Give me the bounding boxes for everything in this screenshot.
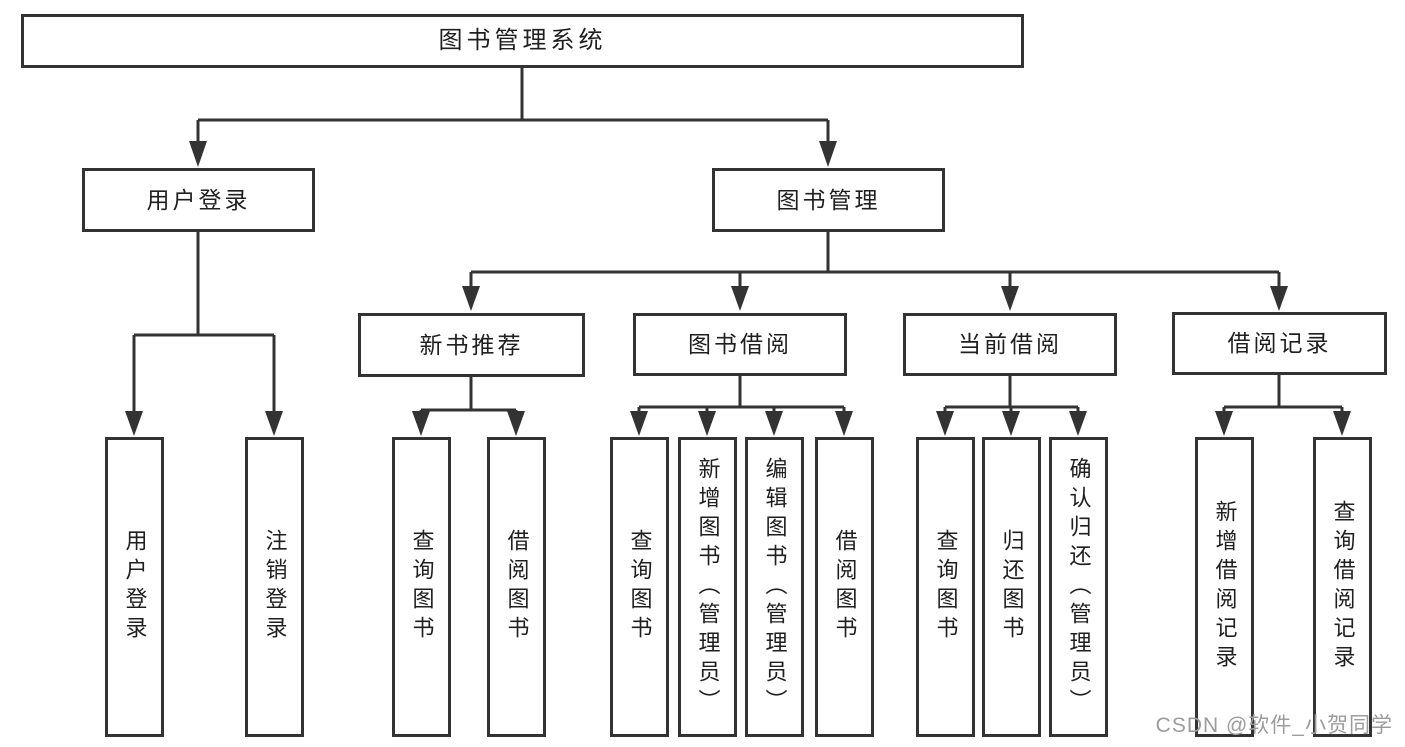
node-book-borrowing: 图书借阅: [633, 313, 847, 376]
arrowheads-current-borrowing: [936, 411, 1087, 436]
arrowheads-book-borrowing: [630, 411, 853, 436]
node-label: 用户登录: [122, 529, 148, 645]
leaf-query-books-current: 查询图书: [916, 437, 975, 737]
leaf-query-borrow-record: 查询借阅记录: [1313, 437, 1372, 737]
leaf-query-books-borrowing: 查询图书: [610, 437, 669, 737]
node-user-login: 用户登录: [82, 168, 315, 232]
connector-book-borrowing-children: [637, 376, 846, 415]
leaf-query-books-recommend: 查询图书: [392, 437, 451, 737]
node-label: 当前借阅: [958, 331, 1062, 357]
node-label: 确认归还（管理员）: [1066, 456, 1092, 718]
node-label: 图书管理: [776, 186, 881, 213]
node-label: 查询借阅记录: [1330, 500, 1356, 674]
leaf-confirm-return-admin: 确认归还（管理员）: [1049, 437, 1108, 737]
leaf-user-login: 用户登录: [105, 437, 164, 737]
connector-book-management-children: [469, 232, 1281, 288]
node-label: 图书管理系统: [438, 27, 607, 54]
connector-root-to-level2: [196, 68, 830, 148]
leaf-logout: 注销登录: [245, 437, 304, 737]
connector-borrowing-records-children: [1222, 375, 1344, 415]
watermark: CSDN @软件_小贺同学: [1155, 714, 1393, 737]
node-library-management-system: 图书管理系统: [21, 14, 1024, 68]
node-label: 图书借阅: [688, 331, 792, 357]
leaf-edit-book-admin: 编辑图书（管理员）: [745, 437, 804, 737]
node-label: 新增图书（管理员）: [695, 456, 721, 718]
connector-new-book-recommend-children: [419, 377, 518, 415]
leaf-add-book-admin: 新增图书（管理员）: [678, 437, 737, 737]
leaf-borrow-books-recommend: 借阅图书: [487, 437, 546, 737]
leaf-add-borrow-record: 新增借阅记录: [1195, 437, 1254, 737]
arrowheads-user-login-children: [125, 411, 283, 436]
leaf-borrow-books: 借阅图书: [815, 437, 874, 737]
node-label: 用户登录: [146, 186, 251, 213]
arrowheads-level2: [189, 141, 837, 167]
node-new-book-recommend: 新书推荐: [358, 313, 585, 377]
connector-user-login-children: [132, 232, 276, 417]
node-current-borrowing: 当前借阅: [903, 313, 1117, 376]
node-label: 借阅记录: [1227, 330, 1332, 356]
node-book-management: 图书管理: [712, 168, 945, 232]
node-borrowing-records: 借阅记录: [1172, 312, 1387, 375]
node-label: 归还图书: [999, 529, 1025, 645]
node-label: 借阅图书: [832, 529, 858, 645]
node-label: 查询图书: [409, 529, 435, 645]
node-label: 注销登录: [262, 529, 288, 645]
node-label: 编辑图书（管理员）: [762, 456, 788, 718]
arrowheads-borrowing-records: [1215, 411, 1351, 436]
node-label: 查询图书: [933, 529, 959, 645]
node-label: 借阅图书: [504, 529, 530, 645]
node-label: 新书推荐: [419, 331, 524, 358]
leaf-return-books: 归还图书: [982, 437, 1041, 737]
arrowheads-new-book-recommend: [412, 411, 525, 436]
connector-current-borrowing-children: [943, 376, 1080, 415]
arrowheads-level3: [462, 286, 1288, 311]
node-label: 查询图书: [627, 529, 653, 645]
node-label: 新增借阅记录: [1212, 500, 1238, 674]
